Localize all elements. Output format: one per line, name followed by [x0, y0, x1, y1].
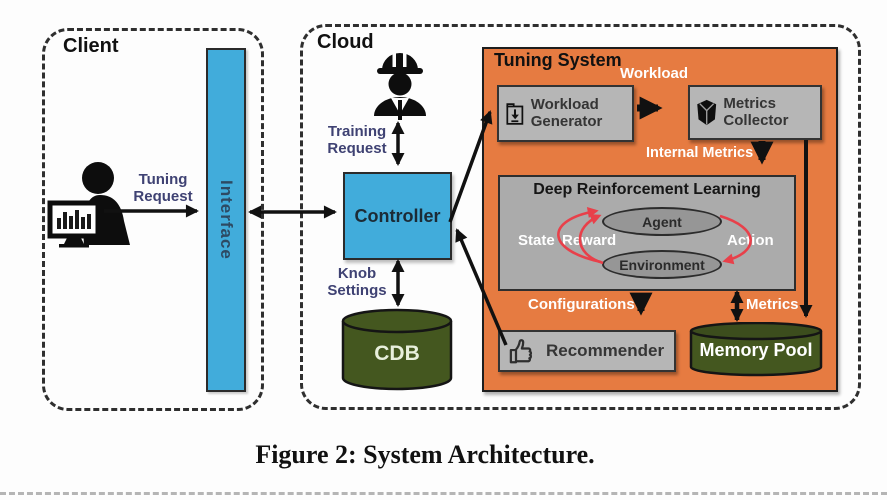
- collector-box-icon: [697, 99, 717, 126]
- drl-title: Deep Reinforcement Learning: [533, 181, 761, 198]
- memory-pool-cylinder-shape: [689, 322, 823, 377]
- thumbs-up-icon: [509, 339, 533, 364]
- document-download-icon: [506, 102, 524, 125]
- metrics-collector-component: Metrics Collector: [688, 85, 822, 140]
- tuning-system-title: Tuning System: [494, 50, 622, 70]
- metrics-arrow-label: Metrics: [746, 296, 799, 313]
- controller-label: Controller: [354, 205, 441, 226]
- workload-generator-component: Workload Generator: [497, 85, 634, 142]
- metrics-collector-label: Metrics Collector: [723, 94, 789, 129]
- memory-pool-database: Memory Pool: [689, 322, 823, 378]
- cloud-zone-title: Cloud: [317, 31, 374, 53]
- tuning-request-label: Tuning Request: [133, 171, 193, 205]
- workload-arrow-label: Workload: [620, 65, 689, 82]
- cdb-label: CDB: [374, 342, 420, 365]
- client-zone-title: Client: [63, 35, 119, 57]
- configurations-arrow-label: Configurations: [528, 296, 635, 313]
- figure-caption: Figure 2: System Architecture.: [255, 440, 595, 469]
- interface-label: Interface: [217, 180, 236, 260]
- client-zone: Client: [42, 28, 264, 411]
- worker-icon: [374, 53, 426, 120]
- agent-node: Agent: [602, 207, 722, 236]
- bottom-divider: [0, 492, 887, 495]
- training-request-label: Training Request: [327, 123, 387, 157]
- knob-settings-label: Knob Settings: [327, 265, 387, 299]
- recommender-label: Recommender: [546, 341, 665, 360]
- user-at-computer-icon: [47, 162, 130, 248]
- state-arrow-label: State: [518, 232, 555, 249]
- environment-label: Environment: [619, 256, 705, 273]
- cdb-database: CDB: [341, 308, 453, 392]
- internal-metrics-arrow-label: Internal Metrics: [646, 145, 754, 161]
- cdb-cylinder-shape: [341, 308, 453, 391]
- controller-component: Controller: [343, 172, 452, 260]
- reward-arrow-label: Reward: [562, 232, 617, 249]
- environment-node: Environment: [602, 250, 722, 279]
- workload-generator-label: Workload Generator: [530, 95, 603, 130]
- action-arrow-label: Action: [727, 232, 774, 249]
- recommender-component: Recommender: [498, 330, 676, 372]
- agent-label: Agent: [642, 213, 682, 230]
- memory-pool-label: Memory Pool: [699, 340, 813, 360]
- interface-component: Interface: [206, 48, 246, 392]
